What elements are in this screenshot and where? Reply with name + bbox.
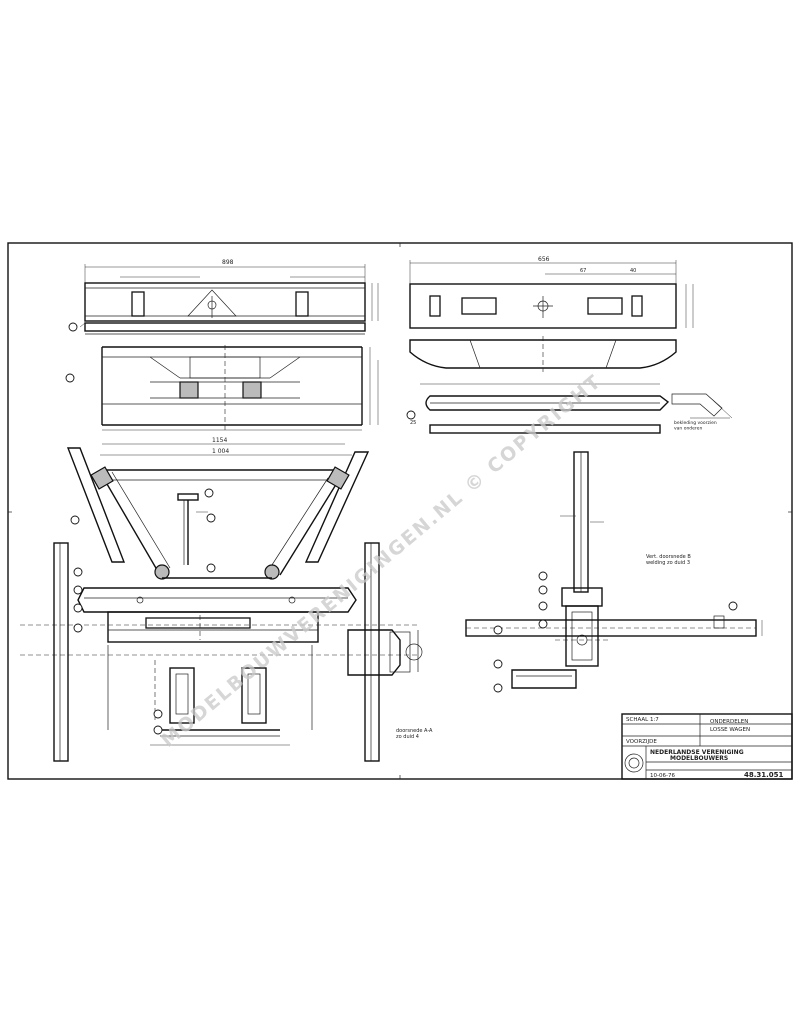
title-org-line2: MODELBOUWERS <box>670 755 728 762</box>
dim-top-right-overall: 656 <box>538 256 550 263</box>
title-block: SCHAAL 1:7 ONDERDELEN LOSSE WAGEN VOORZI… <box>621 713 793 780</box>
drawing-border <box>7 242 793 780</box>
view-top-left-frame <box>101 345 379 431</box>
callout-2 <box>65 373 75 383</box>
dim-top-left-overall: 898 <box>222 259 234 266</box>
callout-21 <box>728 601 738 611</box>
view-top-right-plan: 656 67 40 <box>409 256 694 372</box>
callout-13 <box>538 585 548 595</box>
callout-7 <box>73 603 83 613</box>
callout-12 <box>538 571 548 581</box>
callout-10 <box>206 513 216 523</box>
title-view-name: VOORZIJDE <box>626 739 657 745</box>
view-top-left-beam: 898 <box>79 259 379 335</box>
callout-6 <box>73 585 83 595</box>
title-date: 10-06-76 <box>650 773 675 779</box>
dim-top-right-offset-b: 40 <box>630 268 636 274</box>
title-description-2: LOSSE WAGEN <box>710 727 750 733</box>
callout-1 <box>68 322 78 332</box>
callout-4 <box>70 515 80 525</box>
callout-3 <box>406 410 416 420</box>
callout-8 <box>73 623 83 633</box>
view-hopper: 1154 1 004 <box>20 437 433 762</box>
callout-17 <box>493 659 503 669</box>
dim-hopper-overall: 1154 <box>212 437 227 444</box>
callout-5 <box>73 567 83 577</box>
dim-hopper-inner: 1 004 <box>212 448 229 455</box>
dim-bar-left: 25 <box>410 420 416 426</box>
callout-9 <box>204 488 214 498</box>
copyright-watermark: MODELBOUWVERENIGINGEN.NL © COPYRIGHT <box>157 370 606 752</box>
title-drawing-number: 48.31.051 <box>744 771 784 779</box>
callout-11 <box>206 563 216 573</box>
callout-16 <box>493 625 503 635</box>
callout-20 <box>153 725 163 735</box>
title-org-line1: NEDERLANDSE VERENIGING <box>650 749 744 756</box>
callout-14 <box>538 601 548 611</box>
title-description-1: ONDERDELEN <box>710 719 748 725</box>
callout-19 <box>153 709 163 719</box>
callout-markers <box>65 322 738 735</box>
title-scale: SCHAAL 1:7 <box>626 717 659 723</box>
dim-top-right-offset-a: 67 <box>580 268 586 274</box>
callout-18 <box>493 683 503 693</box>
callout-15 <box>538 619 548 629</box>
